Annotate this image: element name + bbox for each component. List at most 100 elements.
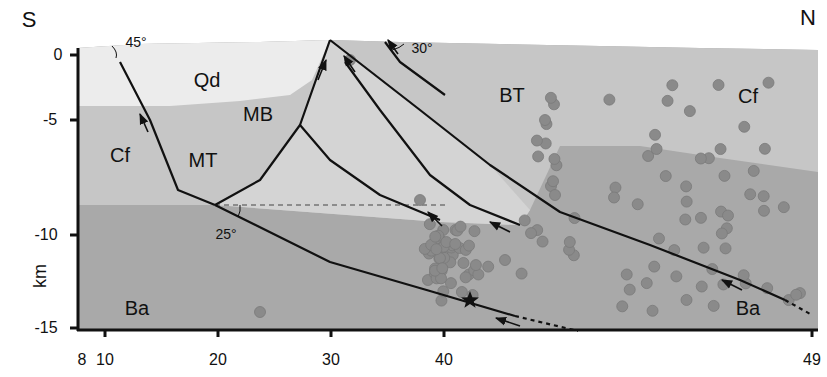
earthquake-dot <box>719 170 730 181</box>
slip-arrow <box>344 56 355 72</box>
earthquake-dot <box>519 215 530 226</box>
earthquake-dot <box>649 261 660 272</box>
tick <box>217 330 220 337</box>
axis-label: -10 <box>34 227 57 243</box>
upper-fault <box>385 42 445 95</box>
earthquake-dot <box>255 307 266 318</box>
earthquake-dot <box>500 255 511 266</box>
earthquake-dot <box>455 221 466 232</box>
basal-fault <box>215 205 515 316</box>
earthquake-dot <box>647 305 658 316</box>
epicenter-star <box>461 291 479 308</box>
earthquake-dot <box>681 196 692 207</box>
earthquake-dot <box>653 233 664 244</box>
earthquake-dot <box>759 143 770 154</box>
earthquake-dot <box>695 153 706 164</box>
earthquake-dot <box>483 261 494 272</box>
earthquake-dot <box>545 92 556 103</box>
earthquake-dot <box>681 294 692 305</box>
fault-label: MB <box>243 104 273 124</box>
earthquake-dot <box>437 263 448 274</box>
bt-fault-dashed <box>785 300 812 315</box>
earthquake-dot <box>604 94 615 105</box>
unit-label: Ba <box>736 298 760 318</box>
earthquake-dot <box>696 281 707 292</box>
earthquake-dot <box>662 95 673 106</box>
earthquake-dot <box>450 238 461 249</box>
earthquake-dot <box>650 129 661 140</box>
basement-layer <box>78 40 818 330</box>
earthquake-dot <box>681 181 692 192</box>
earthquake-dot <box>671 271 682 282</box>
slip-arrow <box>490 222 510 232</box>
earthquake-dot <box>667 80 678 91</box>
earthquake-dot <box>651 143 662 154</box>
earthquake-dot <box>550 190 561 201</box>
earthquake-dot <box>778 202 789 213</box>
slip-arrow <box>140 114 148 132</box>
earthquake-dot <box>713 79 724 90</box>
earthquake-dot <box>470 260 481 271</box>
earthquake-dot <box>708 300 719 311</box>
earthquake-dot <box>758 205 769 216</box>
tick <box>443 330 446 337</box>
earthquake-dot <box>758 191 769 202</box>
earthquake-dot <box>695 212 706 223</box>
earthquake-dot <box>609 192 620 203</box>
earthquake-dot <box>716 228 727 239</box>
tick <box>70 54 78 57</box>
axis-label: 49 <box>803 352 821 368</box>
earthquake-dot <box>763 77 774 88</box>
tick <box>70 234 78 237</box>
slip-arrow <box>496 318 520 326</box>
earthquake-dot <box>549 153 560 164</box>
earthquake-dot <box>469 226 480 237</box>
bt-fault <box>330 40 785 300</box>
mb-fault <box>215 40 330 205</box>
angle-arc <box>238 205 240 217</box>
axis-label: -5 <box>43 112 57 128</box>
earthquake-dot <box>715 144 726 155</box>
unit-label: Cf <box>110 145 130 165</box>
axis-label: -15 <box>34 320 57 336</box>
slip-arrow <box>388 40 398 54</box>
dip-angle: 25° <box>215 227 236 241</box>
earthquake-dot <box>424 219 435 230</box>
fault-label: BT <box>499 85 525 105</box>
slip-arrow <box>428 212 442 226</box>
earthquake-dot <box>624 284 635 295</box>
unit-label: Ba <box>125 298 149 318</box>
earthquake-dot <box>684 106 695 117</box>
slip-arrow <box>318 60 326 80</box>
tick <box>104 330 107 337</box>
earthquake-dot <box>748 165 759 176</box>
earthquake-dot <box>621 269 632 280</box>
axis-label: 20 <box>209 352 227 368</box>
axis-label: km <box>31 264 49 288</box>
earthquake-dot <box>533 151 544 162</box>
direction-label: S <box>22 9 37 31</box>
distance-axis <box>77 329 818 332</box>
earthquake-dot <box>745 189 756 200</box>
earthquake-dot <box>739 121 750 132</box>
earthquake-dot <box>548 176 559 187</box>
thrust-sheet <box>215 40 530 225</box>
unit-label: Cf <box>738 86 758 106</box>
dip-angle: 45° <box>125 35 146 49</box>
earthquake-dot <box>641 278 652 289</box>
angle-arc <box>112 46 117 58</box>
axis-label: 40 <box>435 352 453 368</box>
earthquake-dot <box>460 272 471 283</box>
fault-label: MT <box>189 150 218 170</box>
axis-label: 8 <box>78 352 87 368</box>
axis-label: 0 <box>54 47 63 63</box>
axis-label: 30 <box>322 352 340 368</box>
earthquake-dot <box>456 286 467 297</box>
tick <box>70 119 78 122</box>
earthquake-dot <box>610 182 621 193</box>
qd-layer <box>78 40 330 106</box>
earthquake-dot <box>431 244 442 255</box>
earthquake-dot <box>722 210 733 221</box>
earthquake-dot <box>464 240 475 251</box>
